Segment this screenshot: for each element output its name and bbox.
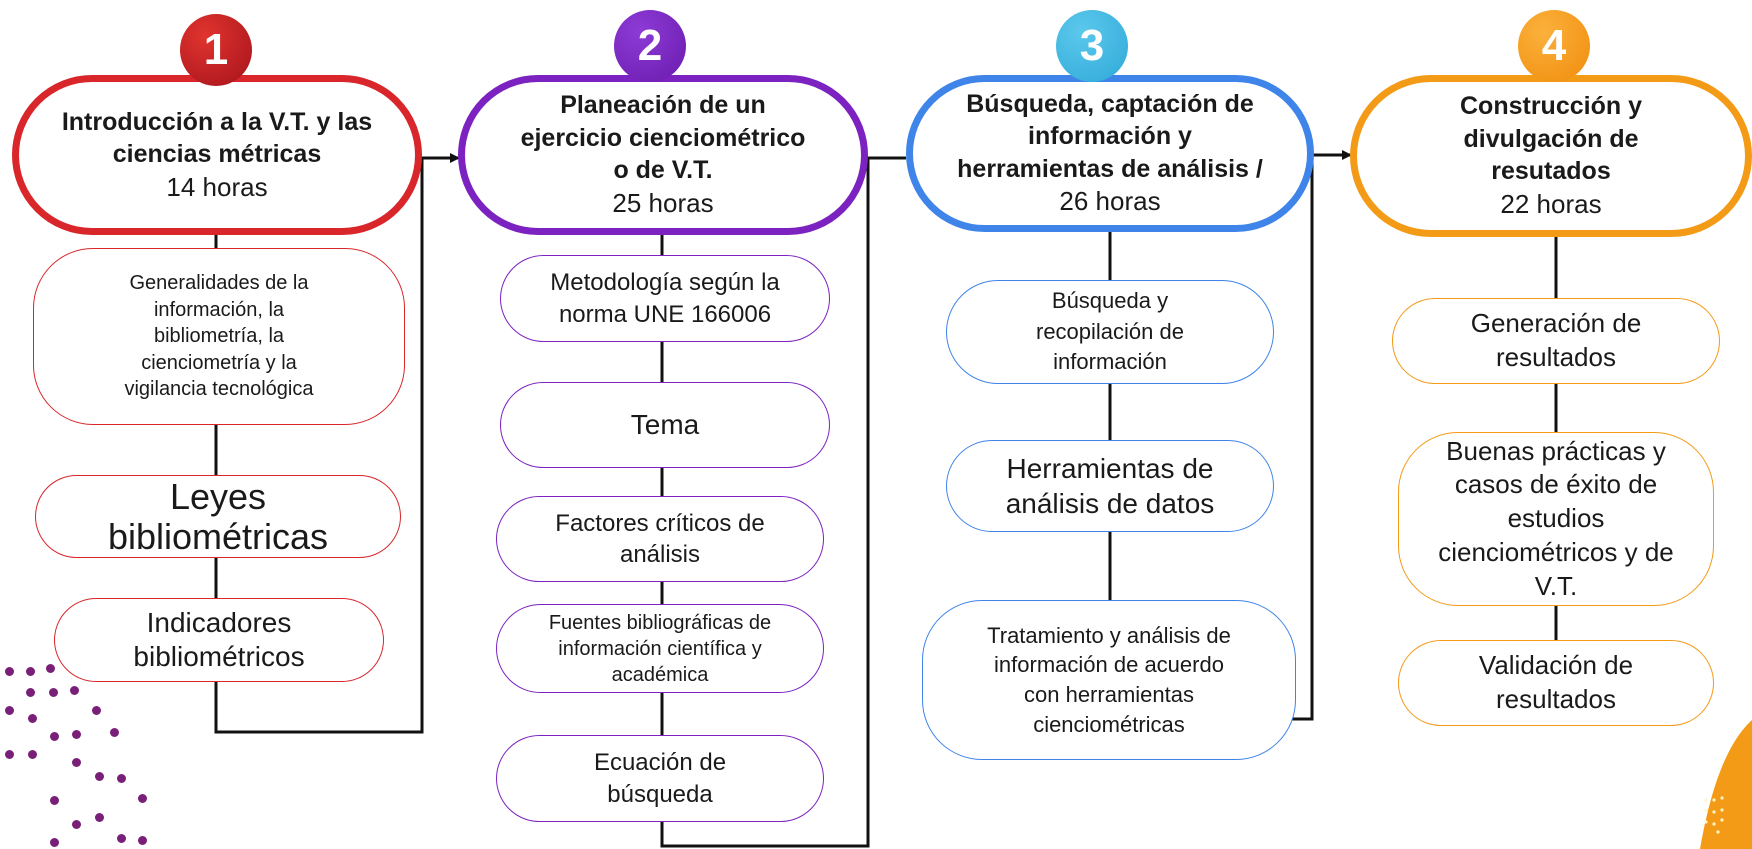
step-1-hours: 14 horas [166,171,268,202]
step-2-item-1: Metodología según la norma UNE 166006 [500,255,830,342]
step-2-item-5-label: Ecuación de búsqueda [593,749,727,808]
step-4-item-1: Generación de resultados [1392,298,1720,384]
step-2-item-3: Factores críticos de análisis [496,496,824,582]
step-1-item-2-label: Leyes bibliométricas [107,475,329,557]
step-1-item-1-label: Generalidades de la información, la bibl… [124,272,314,401]
step-2-title: Planeación de un ejercicio cienciométric… [520,91,806,185]
step-3-item-2-label: Herramientas de análisis de datos [1005,453,1215,519]
step-2-item-4-label: Fuentes bibliográficas de información ci… [548,611,772,686]
step-3-hours: 26 horas [1059,186,1161,217]
step-3-item-2: Herramientas de análisis de datos [946,440,1274,532]
step-1-title: Introducción a la V.T. y las ciencias mé… [61,107,373,169]
step-1-item-1: Generalidades de la información, la bibl… [33,248,405,425]
step-4-hours: 22 horas [1500,188,1602,219]
step-1-item-3: Indicadores bibliométricos [54,598,384,682]
step-1-header: Introducción a la V.T. y las ciencias mé… [12,75,422,235]
step-2-item-2: Tema [500,382,830,468]
step-3-header: Búsqueda, captación de información y her… [906,75,1314,232]
step-3-title-separator: / [1248,154,1263,183]
step-4-item-3: Validación de resultados [1398,640,1714,726]
step-2-item-5: Ecuación de búsqueda [496,735,824,822]
step-2-header: Planeación de un ejercicio cienciométric… [458,75,868,235]
step-3-item-3-label: Tratamiento y análisis de información de… [987,622,1231,737]
orange-corner-decoration [1700,720,1752,849]
step-3-title: Búsqueda, captación de información y her… [950,88,1270,219]
step-1-item-3-label: Indicadores bibliométricos [133,607,305,672]
step-2-number-badge: 2 [614,10,686,82]
step-2-item-1-label: Metodología según la norma UNE 166006 [550,269,780,328]
step-2-item-2-label: Tema [630,409,700,440]
step-1-item-2: Leyes bibliométricas [35,475,401,558]
step-3-title-text: Búsqueda, captación de información y her… [957,89,1254,183]
step-3-number-badge: 3 [1056,10,1128,82]
step-1-number-badge: 1 [180,14,252,86]
step-4-header: Construcción y divulgación de resutados … [1350,75,1752,237]
step-2-hours: 25 horas [612,187,714,218]
step-4-item-1-label: Generación de resultados [1470,308,1642,372]
step-4-title: Construcción y divulgación de resutados [1460,92,1642,186]
step-3-item-1-label: Búsqueda y recopilación de información [1036,287,1184,375]
step-4-item-3-label: Validación de resultados [1478,650,1634,714]
step-4-number-badge: 4 [1518,10,1590,82]
step-4-item-2-label: Buenas prácticas y casos de éxito de est… [1438,435,1674,601]
step-3-item-1: Búsqueda y recopilación de información [946,280,1274,384]
step-3-item-3: Tratamiento y análisis de información de… [922,600,1296,760]
step-2-item-3-label: Factores críticos de análisis [555,509,765,568]
step-2-item-4: Fuentes bibliográficas de información ci… [496,604,824,693]
step-4-item-2: Buenas prácticas y casos de éxito de est… [1398,432,1714,606]
